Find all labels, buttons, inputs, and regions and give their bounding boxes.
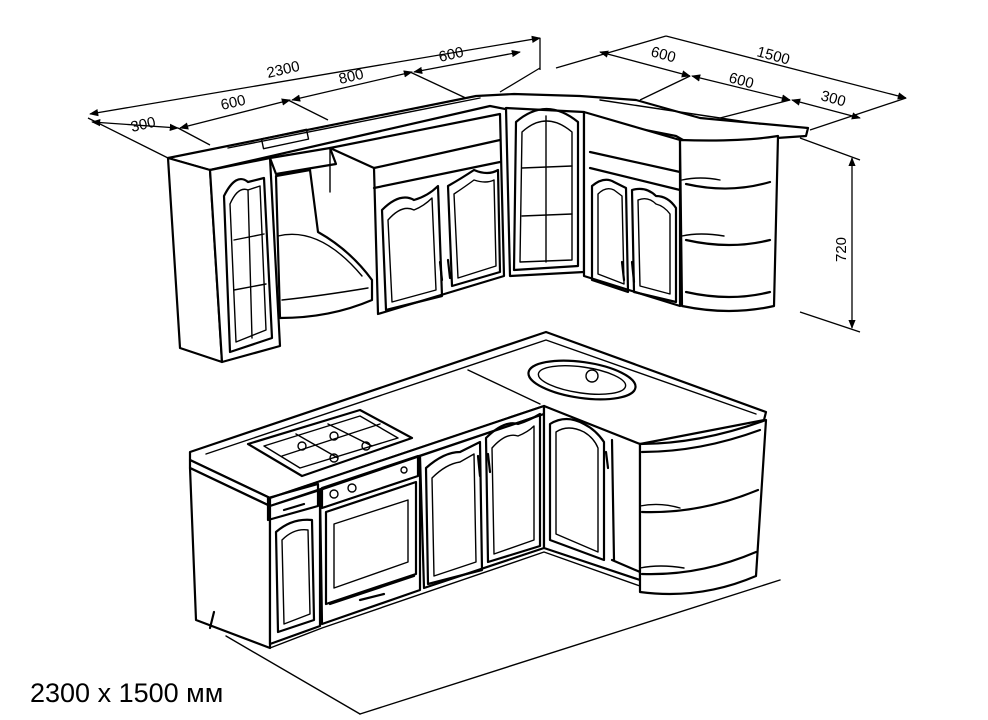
dim-seg-600-r1: 600 <box>649 43 678 66</box>
kitchen-size-caption: 2300 x 1500 мм <box>30 678 224 708</box>
dimension-labels: 2300 300 600 800 600 1500 600 600 300 72… <box>129 43 850 262</box>
floor-outline <box>225 579 781 715</box>
lower-cabinets <box>188 330 768 650</box>
dimension-lines <box>87 35 907 333</box>
dim-seg-600-left: 600 <box>219 92 247 114</box>
dim-seg-300-left: 300 <box>129 114 157 136</box>
dim-seg-800: 800 <box>337 66 365 88</box>
upper-cabinets <box>166 92 810 364</box>
dim-total-left: 2300 <box>265 58 301 82</box>
dim-seg-600-corner: 600 <box>437 44 465 66</box>
dim-total-right: 1500 <box>755 43 792 68</box>
dim-seg-600-r2: 600 <box>727 69 756 92</box>
dim-height: 720 <box>833 237 850 262</box>
dim-seg-300-right: 300 <box>819 87 848 110</box>
